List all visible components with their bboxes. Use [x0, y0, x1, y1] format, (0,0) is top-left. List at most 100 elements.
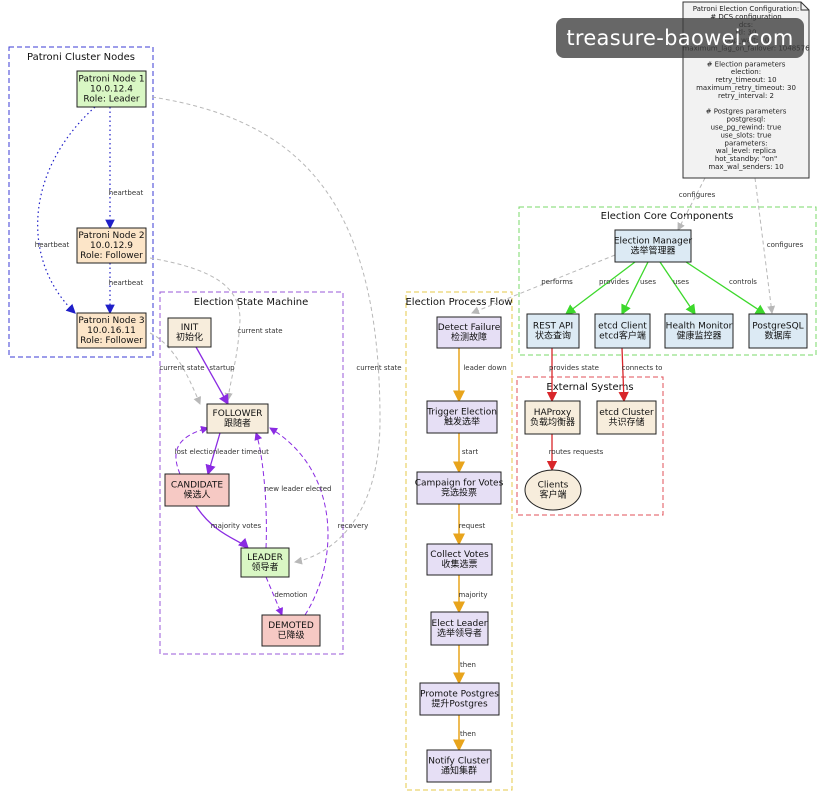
node-label: Election Manager — [614, 237, 693, 247]
edge-label: recovery — [338, 522, 369, 530]
config-note-line: use_pg_rewind: true — [711, 124, 782, 132]
node-box — [261, 614, 321, 647]
edge-label: current state — [237, 327, 282, 335]
cluster-title-external: External Systems — [546, 382, 633, 393]
edge-label: provides — [599, 278, 629, 286]
node-label: etcd Cluster — [599, 408, 654, 418]
edge-label: leader timeout — [217, 448, 269, 456]
cluster-patroni-nodes: Patroni Cluster Nodes — [8, 46, 154, 358]
edge-label: demotion — [274, 591, 307, 599]
edge-label: heartbeat — [35, 241, 70, 249]
node-label: Patroni Node 2 — [78, 231, 144, 241]
node-label: INIT — [181, 323, 199, 333]
node-label: 通知集群 — [441, 765, 477, 777]
node-label: 跟随者 — [224, 417, 251, 429]
external-edges — [546, 347, 629, 472]
node-label: Collect Votes — [430, 550, 489, 560]
node-label: 候选人 — [183, 489, 210, 501]
cluster-title-core-components: Election Core Components — [601, 211, 734, 222]
node-label: 共识存储 — [608, 416, 644, 428]
node-label: Trigger Election — [426, 408, 497, 418]
node-label: 收集选票 — [441, 558, 477, 570]
edge-label: request — [459, 522, 486, 530]
node-box — [526, 313, 580, 349]
node-label: Notify Cluster — [428, 757, 490, 767]
config-note-line: election: — [731, 68, 761, 76]
node-box — [416, 471, 502, 505]
config-note-line: max_wal_senders: 10 — [708, 163, 783, 171]
node-box — [76, 312, 147, 349]
edge-label: configures — [767, 241, 804, 249]
edge-label: connects to — [622, 364, 663, 372]
node-box — [240, 547, 290, 578]
cluster-title-state-machine: Election State Machine — [194, 297, 309, 308]
edge-label: configures — [679, 191, 716, 199]
edge-labels: heartbeat heartbeat heartbeat current st… — [35, 189, 804, 738]
config-note-line: # Postgres parameters — [706, 108, 787, 116]
node-label: 初始化 — [176, 331, 203, 343]
node-label: 10.0.16.11 — [87, 326, 136, 336]
node-box — [748, 313, 808, 349]
cluster-external: External Systems — [516, 376, 664, 516]
heartbeat-edges — [37, 106, 115, 315]
node-label: CANDIDATE — [171, 481, 223, 491]
edge-label: routes requests — [549, 448, 604, 456]
edge-label: new leader elected — [265, 485, 332, 493]
node-label: DEMOTED — [268, 621, 314, 631]
node-label: 10.0.12.9 — [90, 241, 133, 251]
edge-label: then — [460, 730, 476, 738]
node-label: Promote Postgres — [420, 690, 499, 700]
node-label: 状态查询 — [535, 330, 571, 342]
cluster-title-patroni-nodes: Patroni Cluster Nodes — [27, 52, 135, 63]
node-label: 10.0.12.4 — [90, 85, 133, 95]
edge-label: performs — [541, 278, 573, 286]
node-label: Detect Failure — [438, 323, 501, 333]
state-edges — [195, 346, 249, 549]
node-label: etcd客户端 — [599, 330, 646, 342]
config-note-line: maximum_retry_timeout: 30 — [696, 84, 796, 92]
node-box — [614, 229, 692, 263]
node-label: Patroni Node 1 — [78, 75, 144, 85]
node-label: etcd Client — [598, 322, 647, 332]
config-note-line: # Election parameters — [707, 60, 786, 68]
config-note-line: wal_level: replica — [716, 147, 776, 155]
node-label: 选举领导者 — [437, 627, 482, 639]
node-label: Elect Leader — [432, 619, 488, 629]
node-label: 已降级 — [277, 629, 304, 641]
node-label: 选举管理器 — [630, 245, 675, 257]
node-label: Patroni Node 3 — [78, 316, 144, 326]
state-edges-dashed — [175, 425, 329, 616]
node-box — [164, 473, 230, 507]
node-box — [76, 70, 147, 108]
node-label: REST API — [533, 322, 573, 332]
edge-label: then — [460, 661, 476, 669]
config-note-line: # DCS configuration — [710, 13, 781, 21]
node-label: Clients — [538, 481, 569, 491]
node-label: 竞选投票 — [441, 487, 477, 499]
config-note-line: Patroni Election Configuration: — [693, 5, 800, 13]
edge-label: uses — [673, 278, 689, 286]
node-box — [594, 313, 651, 349]
node-box — [426, 543, 493, 576]
edge-label: uses — [640, 278, 656, 286]
node-label: LEADER — [247, 553, 283, 563]
node-label: 数据库 — [764, 330, 791, 342]
edge-label: heartbeat — [109, 189, 144, 197]
